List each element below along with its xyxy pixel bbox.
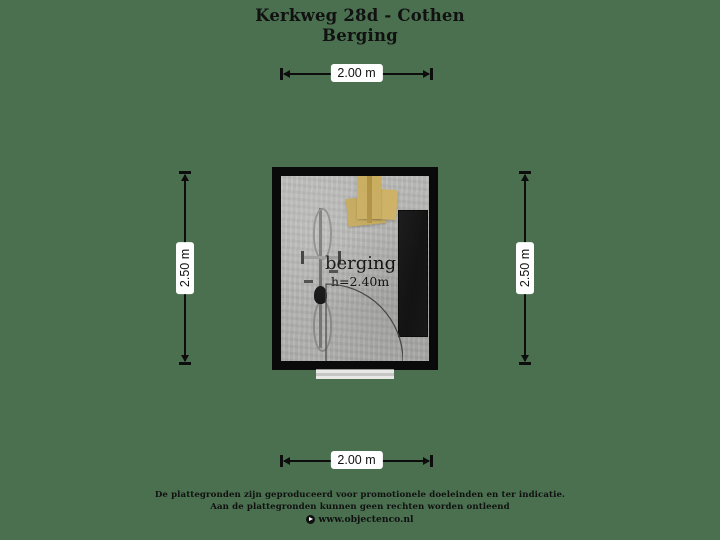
dimension-left-arrow-bottom-icon	[181, 355, 189, 362]
dimension-right-arrow-top-icon	[521, 174, 529, 181]
footer-website-row: www.objectenco.nl	[0, 513, 720, 526]
room-height: h=2.40m	[331, 274, 390, 289]
dimension-left-cap-top	[179, 171, 191, 174]
dimension-top-cap-left	[280, 68, 283, 80]
dimension-left-cap-bottom	[179, 362, 191, 365]
footer-disclaimer-line1: De plattegronden zijn geproduceerd voor …	[154, 490, 566, 500]
title-floor-name: Berging	[322, 26, 398, 45]
dimension-left-label: 2.50 m	[176, 241, 194, 295]
bicycle	[301, 208, 341, 352]
dimension-right-label: 2.50 m	[516, 241, 534, 295]
dimension-left-arrow-top-icon	[181, 174, 189, 181]
dimension-bottom-cap-right	[430, 455, 433, 467]
copyright-icon	[306, 515, 316, 524]
storage-cabinet	[398, 210, 428, 337]
dimension-top-cap-right	[430, 68, 433, 80]
bicycle-pedal-right	[329, 270, 338, 273]
dimension-bottom: 2.00 m	[280, 450, 433, 472]
bicycle-handlebar	[301, 256, 341, 259]
cardboard-boxes	[345, 176, 399, 233]
entry-door	[316, 369, 394, 379]
bicycle-grip-left	[301, 251, 304, 264]
dimension-top-label: 2.00 m	[330, 64, 383, 82]
page-title: Kerkweg 28d - Cothen Berging	[0, 6, 720, 46]
dimension-right-cap-bottom	[519, 362, 531, 365]
title-address: Kerkweg 28d - Cothen	[255, 6, 465, 25]
dimension-right-cap-top	[519, 171, 531, 174]
dimension-bottom-arrow-right-icon	[423, 457, 430, 465]
dimension-top: 2.00 m	[280, 63, 433, 85]
footer: De plattegronden zijn geproduceerd voor …	[0, 489, 720, 526]
footer-disclaimer-line2: Aan de plattegronden kunnen geen rechten…	[210, 502, 510, 512]
bicycle-pedal-left	[304, 280, 313, 283]
dimension-left: 2.50 m	[174, 171, 196, 365]
bicycle-grip-right	[338, 251, 341, 264]
dimension-bottom-label: 2.00 m	[330, 451, 383, 469]
footer-website: www.objectenco.nl	[318, 514, 414, 525]
dimension-right-arrow-bottom-icon	[521, 355, 529, 362]
floorplan-drawing: berging h=2.40m	[272, 167, 438, 379]
bicycle-front-wheel	[313, 208, 332, 260]
bicycle-frame	[319, 208, 322, 348]
dimension-top-arrow-right-icon	[423, 70, 430, 78]
bicycle-saddle	[314, 286, 327, 304]
dimension-bottom-arrow-left-icon	[283, 457, 290, 465]
bicycle-rear-wheel	[313, 300, 332, 352]
dimension-bottom-cap-left	[280, 455, 283, 467]
box-seam	[367, 176, 372, 223]
dimension-right: 2.50 m	[514, 171, 536, 365]
door-sill	[316, 373, 394, 376]
dimension-top-arrow-left-icon	[283, 70, 290, 78]
room-floor: berging h=2.40m	[281, 176, 429, 361]
